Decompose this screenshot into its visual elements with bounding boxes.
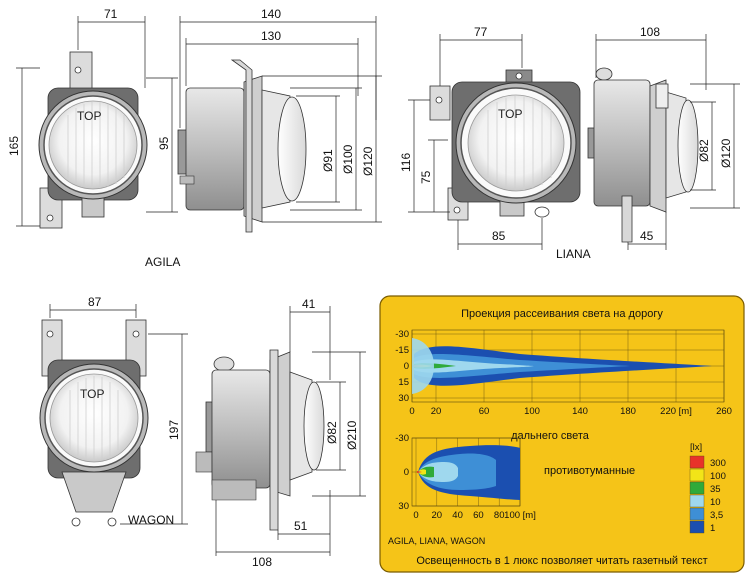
wagon-dim-51: 51 [294, 519, 308, 533]
liana-side-view [587, 67, 699, 243]
high-y-tick: 30 [398, 393, 409, 404]
wagon-dim-210: Ø210 [345, 420, 359, 450]
wagon-front-dims: 87 197 [49, 295, 188, 525]
fog-y-tick: 0 [404, 467, 409, 478]
fog-x-tick: 0 [413, 510, 418, 521]
liana-front-view: TOP [429, 69, 581, 221]
legend-label: 3,5 [710, 510, 723, 521]
wagon-dim-197: 197 [167, 420, 181, 440]
fog-x-tick: 20 [432, 510, 443, 521]
light-projection-panel: Проекция рассеивания света на дорогу -30… [379, 295, 745, 573]
agila-dim-100: Ø100 [341, 144, 355, 174]
agila-dim-140: 140 [261, 7, 281, 21]
high-x-tick: 260 [716, 406, 732, 417]
legend-unit: [lx] [690, 442, 702, 453]
agila-dim-120: Ø120 [361, 146, 375, 176]
wagon-label: WAGON [128, 513, 174, 527]
agila-front-view: TOP [38, 51, 148, 229]
fog-x-tick: 60 [473, 510, 484, 521]
agila-side-view [177, 59, 307, 233]
agila-dim-71: 71 [104, 7, 118, 21]
agila-dim-91: Ø91 [321, 149, 335, 172]
high-beam-zone-10lx [414, 359, 534, 373]
high-y-tick: 0 [404, 361, 409, 372]
liana-dim-108: 108 [640, 25, 660, 39]
liana-dim-120: Ø120 [719, 138, 733, 168]
caption-high-beam: дальнего света [511, 430, 590, 442]
agila-dim-95: 95 [157, 136, 171, 150]
agila-dim-165: 165 [7, 136, 21, 156]
legend-label: 10 [710, 497, 721, 508]
fog-x-tick: 80 [494, 510, 505, 521]
legend-swatch [689, 481, 705, 495]
high-x-tick: 100 [524, 406, 540, 417]
fog-zone-300lx [417, 471, 422, 473]
high-y-tick: -30 [395, 329, 409, 340]
high-x-tick: 0 [409, 406, 414, 417]
wagon-dim-41: 41 [302, 297, 316, 311]
legend-swatch [689, 455, 705, 469]
agila-side-dims: 140 130 Ø91 Ø100 Ø120 [179, 7, 382, 223]
legend-swatch [689, 494, 705, 508]
high-x-tick: 20 [431, 406, 442, 417]
agila-front-dims: 71 165 95 [7, 7, 178, 227]
high-x-tick: 60 [479, 406, 490, 417]
wagon-dim-87: 87 [88, 295, 102, 309]
legend-label: 1 [710, 523, 715, 534]
caption-fog-lights: противотуманные [544, 465, 635, 477]
liana-front-dims: 77 116 75 85 [399, 25, 543, 250]
legend-label: 300 [710, 458, 726, 469]
agila-dim-130: 130 [261, 29, 281, 43]
legend-swatch [689, 507, 705, 521]
wagon-front-view: TOP [39, 319, 149, 527]
fog-y-tick: 30 [398, 501, 409, 512]
wagon-top-mark: TOP [80, 387, 104, 401]
legend-swatch [689, 468, 705, 482]
high-x-tick: 140 [572, 406, 588, 417]
lux-legend: [lx] 300 100 35 10 3,5 1 [689, 442, 726, 534]
liana-dim-45: 45 [640, 229, 654, 243]
liana-dim-116: 116 [399, 153, 413, 172]
wagon-side-dims: 41 Ø82 Ø210 51 108 [215, 297, 366, 569]
liana-label: LIANA [556, 247, 591, 261]
legend-label: 100 [710, 471, 726, 482]
models-label: AGILA, LIANA, WAGON [388, 536, 485, 546]
wagon-side-view [195, 349, 325, 531]
liana-dim-75: 75 [419, 170, 433, 184]
wagon-dim-82: Ø82 [325, 421, 339, 444]
fog-x-tick: 100 [m] [504, 510, 536, 521]
liana-dim-82: Ø82 [697, 139, 711, 162]
high-beam-plot: -30 -15 0 15 30 0 20 60 100 140 180 220 [m] 260 [395, 329, 732, 417]
high-beam-near-spread [412, 338, 434, 394]
fog-y-tick: -30 [395, 433, 409, 444]
wagon-dim-108: 108 [252, 555, 272, 569]
legend-swatch [689, 520, 705, 534]
high-x-tick: 180 [620, 406, 636, 417]
legend-label: 35 [710, 484, 721, 495]
agila-top-mark: TOP [77, 109, 101, 123]
panel-footer: Освещенность в 1 люкс позволяет читать г… [416, 555, 707, 567]
high-y-tick: 15 [398, 377, 409, 388]
panel-title: Проекция рассеивания света на дорогу [461, 308, 663, 320]
liana-side-dims: 108 Ø82 Ø120 45 [595, 25, 740, 250]
high-x-tick: 220 [m] [660, 406, 692, 417]
high-y-tick: -15 [395, 345, 409, 356]
liana-dim-77: 77 [474, 25, 488, 39]
agila-label: AGILA [145, 255, 180, 269]
fog-x-tick: 40 [452, 510, 463, 521]
liana-top-mark: TOP [498, 107, 522, 121]
liana-dim-85: 85 [492, 229, 506, 243]
